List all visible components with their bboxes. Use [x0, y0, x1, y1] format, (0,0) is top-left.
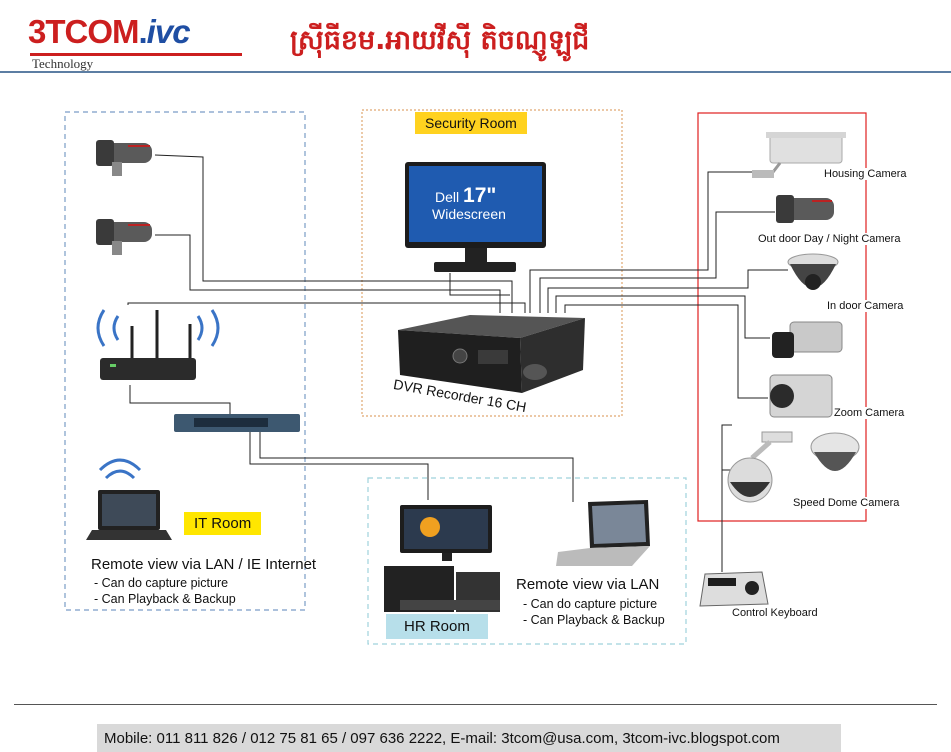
it-note-item: - Can Playback & Backup [94, 592, 236, 606]
it-laptop-icon [86, 490, 172, 540]
connection-lines [127, 154, 788, 572]
logo-subtitle: Technology [32, 56, 94, 71]
monitor-brand-line: Dell 17" [435, 184, 496, 208]
indoor-dome-camera-icon [787, 253, 839, 290]
control-keyboard-icon [699, 571, 769, 607]
header-divider [0, 71, 951, 73]
logo-underline [30, 53, 242, 56]
it-notes-heading: Remote view via LAN / IE Internet [91, 556, 317, 573]
it-note-item: - Can do capture picture [94, 576, 229, 590]
wifi-router-icon [96, 309, 220, 380]
housing-camera-icon [752, 132, 846, 178]
dvr-recorder-icon [398, 315, 585, 393]
hr-notes-heading: Remote view via LAN [516, 576, 660, 593]
indoor-box-camera-icon [772, 321, 843, 358]
wifi-signal-icon [98, 458, 142, 480]
company-logo: 3TCOM.ivc [28, 14, 248, 60]
hr-note-item: - Can Playback & Backup [523, 613, 665, 627]
bullet-camera-1-icon [96, 140, 152, 176]
camera-label-zoom: Zoom Camera [834, 407, 905, 419]
hr-room-box [367, 477, 687, 645]
hr-note-item: - Can do capture picture [523, 597, 658, 611]
outdoor-day-night-camera-icon [776, 195, 834, 223]
hr-room-label: HR Room [386, 614, 488, 639]
monitor-brand: Dell [435, 189, 460, 205]
hr-desktop-computer-icon [384, 505, 500, 612]
security-room-label: Security Room [415, 112, 527, 134]
camera-label-housing: Housing Camera [824, 168, 907, 180]
footer-divider [14, 704, 937, 705]
zoom-camera-icon [769, 374, 833, 418]
logo-main-text: 3TCOM [28, 13, 139, 50]
footer-bar [97, 724, 841, 752]
camera-label-outdoor: Out door Day / Night Camera [758, 233, 901, 245]
monitor-size: 17" [463, 184, 497, 207]
hr-laptop-icon [556, 500, 650, 566]
footer-contact: Mobile: 011 811 826 / 012 75 81 65 / 097… [104, 730, 780, 747]
dell-monitor-icon [405, 162, 546, 272]
it-room-box [64, 111, 306, 611]
security-room-box [361, 109, 623, 417]
speed-dome-camera-2-icon [810, 432, 860, 471]
it-room-label: IT Room [184, 512, 262, 535]
bullet-camera-2-icon [96, 219, 152, 255]
control-keyboard-label: Control Keyboard [732, 607, 818, 619]
camera-zone-box [697, 112, 867, 522]
network-switch-icon [174, 414, 300, 432]
camera-label-indoor: In door Camera [827, 300, 904, 312]
logo-dot: . [138, 13, 148, 50]
speed-dome-camera-1-icon [727, 431, 793, 503]
khmer-company-title: ស្រ៊ីធីខម.អាយវីសុី តិចណ្ញូឡូជី [290, 25, 590, 56]
logo-ivc-text: ivc [146, 13, 191, 50]
monitor-type: Widescreen [432, 206, 506, 222]
camera-label-speed-dome: Speed Dome Camera [793, 497, 900, 509]
